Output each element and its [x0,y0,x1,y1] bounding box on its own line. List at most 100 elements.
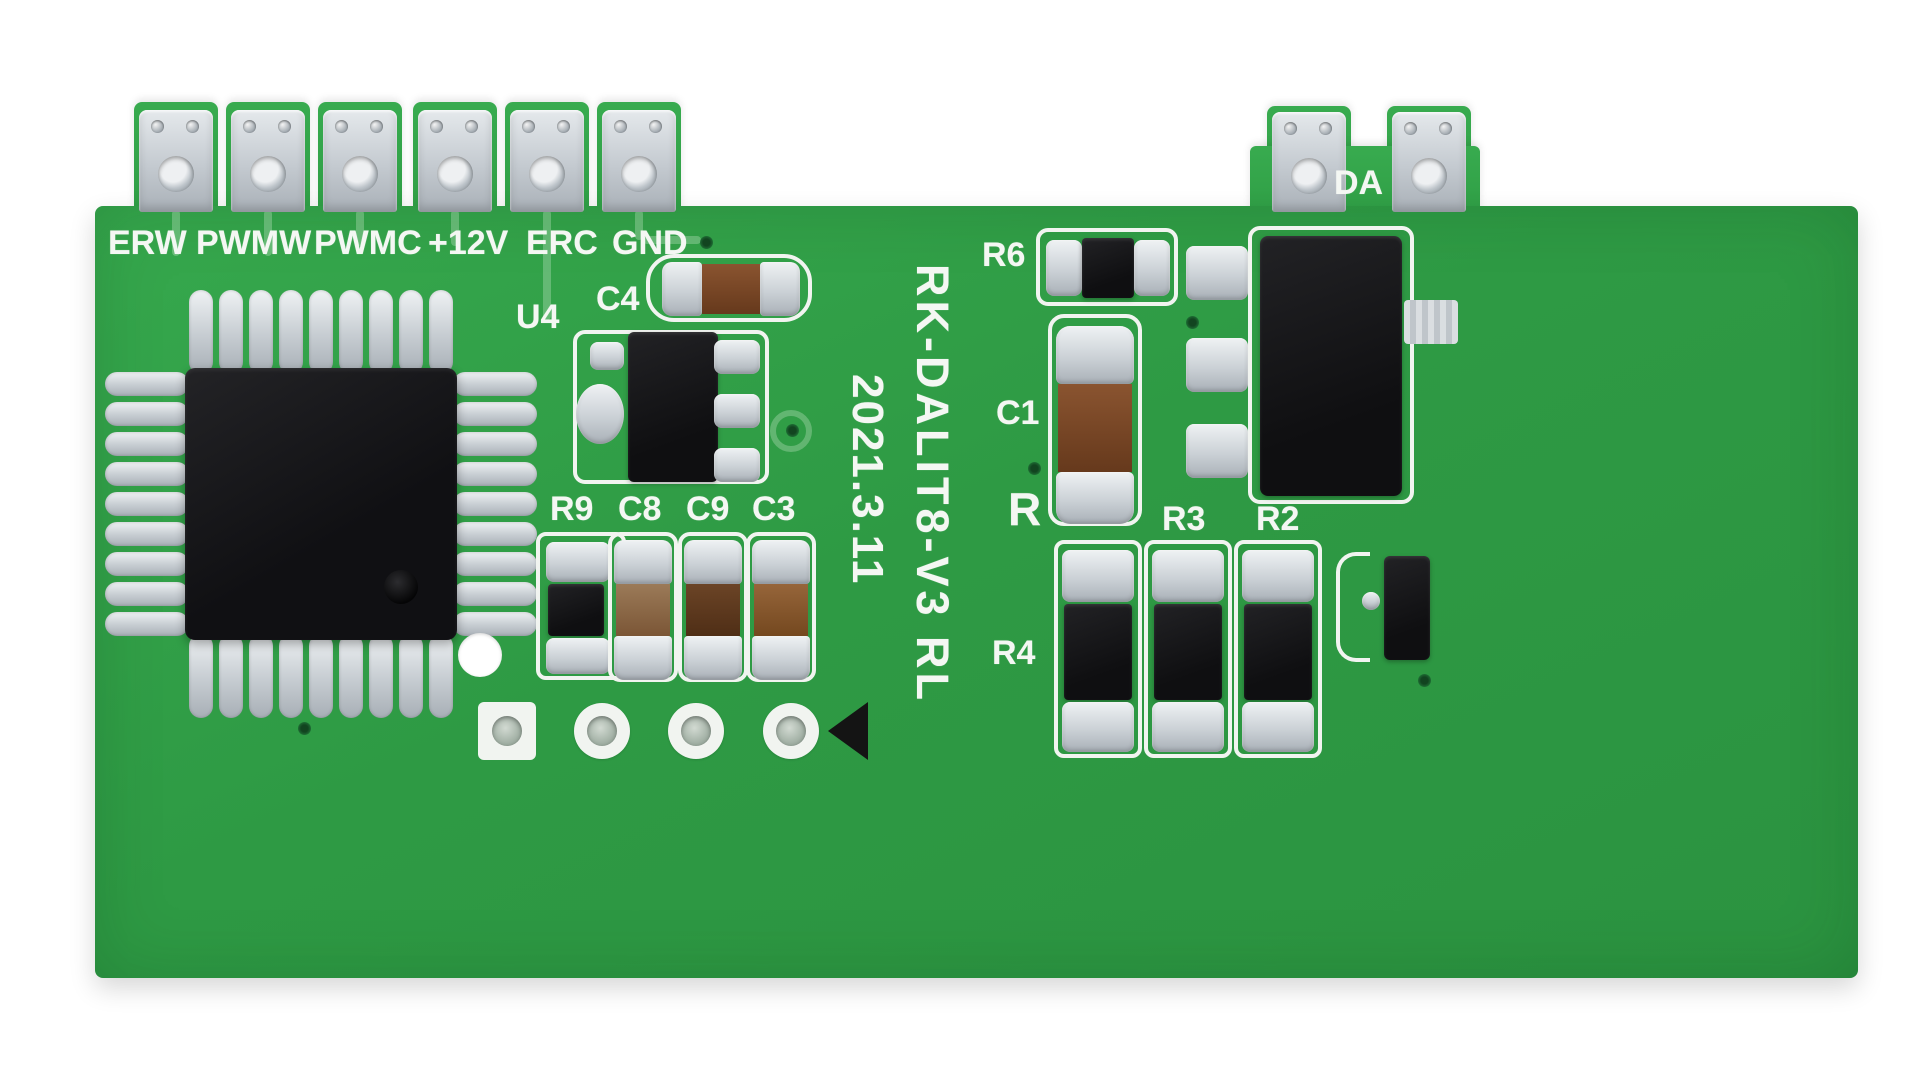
qfp-pin [105,462,189,486]
label-c8: C8 [618,490,662,528]
qfp-pin [453,492,537,516]
qfp-pin [219,634,243,718]
label-u4: U4 [516,298,560,336]
terminal-erw [139,110,213,212]
r4-pad [1062,550,1134,602]
ic2-pad [1186,424,1248,478]
label-pwmc: PWMC [314,224,422,262]
via [700,236,713,249]
qfp-pin [339,290,363,374]
r4-outline [1054,540,1142,758]
terminal-hole-small [1404,122,1417,135]
terminal-hole-small [243,120,256,133]
r2-body [1244,604,1312,700]
terminal-pwmw [231,110,305,212]
c1-outline [1048,314,1142,526]
ic2-body [1260,236,1402,496]
q1-pad [1362,592,1380,610]
via [1418,674,1431,687]
label-c9: C9 [686,490,730,528]
qfp-pin [105,522,189,546]
r3-outline [1144,540,1232,758]
qfp-pin [105,582,189,606]
ic2-outline [1248,226,1414,504]
r3-body [1154,604,1222,700]
c3-outline [746,532,816,682]
label-r9: R9 [550,490,594,528]
qfp-pin [105,402,189,426]
copper-trace [451,210,459,246]
r9-body [548,584,604,636]
ic2-pad [1186,246,1248,300]
mount-hole [587,716,617,746]
r2-outline [1234,540,1322,758]
terminal-hole-small [465,120,478,133]
qfp-pin [339,634,363,718]
qfp-pin [309,290,333,374]
c3-cap [752,636,810,680]
terminal-pwmc [323,110,397,212]
mount-hole [492,716,522,746]
terminal-hole-large [621,156,657,192]
r6-pad [1046,240,1082,296]
qfp-pin [453,402,537,426]
label-pwmw: PWMW [196,224,312,262]
u4-pad [714,394,760,428]
main-ic-body [185,368,457,640]
qfp-pin [105,552,189,576]
r6-body [1082,238,1134,298]
c1-cap [1056,326,1134,384]
qfp-pin [399,290,423,374]
terminal-hole-large [437,156,473,192]
c9-cap [684,540,742,584]
r6-outline [1036,228,1178,306]
qfp-pin [429,290,453,374]
r4-pad [1062,702,1134,752]
label-model: RK-DALIT8-V3 RL [907,264,958,704]
c9-body [686,584,740,636]
label-c4: C4 [596,280,640,318]
copper-trace [770,410,812,452]
copper-trace [543,210,551,320]
board-hole [458,633,502,677]
qfp-pin [369,634,393,718]
qfp-pin [105,372,189,396]
u4-pad [590,342,624,370]
terminal-hole-small [335,120,348,133]
qfp-pin [453,582,537,606]
terminal-hole-small [522,120,535,133]
label-c1: C1 [996,394,1040,432]
label-date: 2021.3.11 [843,374,892,586]
copper-trace [172,210,180,256]
terminal-erc [510,110,584,212]
r2-pad [1242,550,1314,602]
label-erw: ERW [108,224,187,262]
qfp-pin [105,432,189,456]
qfp-pin [189,290,213,374]
r4-body [1064,604,1132,700]
qfp-pin [453,552,537,576]
c4-outline [646,254,812,322]
label-r: R [1008,483,1042,535]
label-r4: R4 [992,634,1036,672]
c9-cap [684,636,742,680]
label-r6: R6 [982,236,1026,274]
r3-pad [1152,702,1224,752]
terminal-hole-large [158,156,194,192]
c8-body [616,584,670,636]
terminal-hole-small [430,120,443,133]
label-da: DA [1334,164,1384,202]
terminal-da-2 [1392,112,1466,212]
label-c3: C3 [752,490,796,528]
qfp-pin [369,290,393,374]
label-12v: +12V [428,224,509,262]
label-r3: R3 [1162,500,1206,538]
mount-hole [681,716,711,746]
via [1028,462,1041,475]
c8-outline [608,532,678,682]
u4-pad [714,340,760,374]
ic2-pad [1186,338,1248,392]
c8-cap [614,636,672,680]
via [786,424,799,437]
c1-body [1058,384,1132,472]
